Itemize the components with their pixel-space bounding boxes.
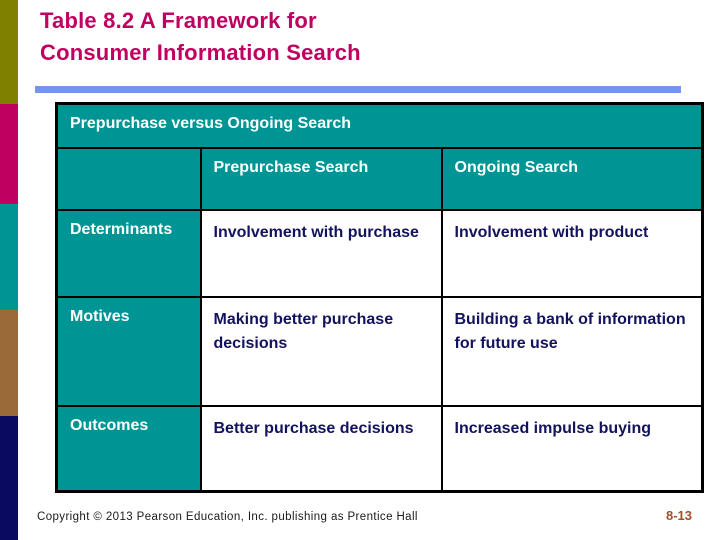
cell-outcomes-ongoing: Increased impulse buying <box>440 404 704 493</box>
table-row: Determinants Involvement with purchase I… <box>55 208 704 298</box>
row-label-outcomes: Outcomes <box>55 404 202 493</box>
table-row: Motives Making better purchase decisions… <box>55 295 704 407</box>
page-title-line2: Consumer Information Search <box>40 40 361 65</box>
sidebar-segment-teal <box>0 204 18 310</box>
sidebar-segment-brown <box>0 310 18 416</box>
sidebar-segment-navy <box>0 416 18 540</box>
table-merged-header: Prepurchase versus Ongoing Search <box>55 102 704 149</box>
page-title: Table 8.2 A Framework for Consumer Infor… <box>40 5 680 69</box>
column-header-prepurchase: Prepurchase Search <box>199 146 443 211</box>
sidebar-segment-olive <box>0 0 18 104</box>
row-label-determinants: Determinants <box>55 208 202 298</box>
cell-determinants-prepurchase: Involvement with purchase <box>199 208 443 298</box>
cell-motives-prepurchase: Making better purchase decisions <box>199 295 443 407</box>
row-label-motives: Motives <box>55 295 202 407</box>
column-header-ongoing: Ongoing Search <box>440 146 704 211</box>
page-number: 8-13 <box>665 508 692 523</box>
table-column-header-row: Prepurchase Search Ongoing Search <box>55 146 704 211</box>
sidebar-segment-magenta <box>0 104 18 204</box>
table-row: Outcomes Better purchase decisions Incre… <box>55 404 704 493</box>
page-title-line1: Table 8.2 A Framework for <box>40 8 317 33</box>
table-merged-header-row: Prepurchase versus Ongoing Search <box>55 102 704 149</box>
cell-outcomes-prepurchase: Better purchase decisions <box>199 404 443 493</box>
cell-motives-ongoing: Building a bank of information for futur… <box>440 295 704 407</box>
framework-table: Prepurchase versus Ongoing Search Prepur… <box>55 102 705 493</box>
title-divider-line <box>35 86 681 93</box>
column-header-empty <box>55 146 202 211</box>
copyright-text: Copyright © 2013 Pearson Education, Inc.… <box>37 511 418 523</box>
slide-accent-sidebar <box>0 0 18 540</box>
cell-determinants-ongoing: Involvement with product <box>440 208 704 298</box>
